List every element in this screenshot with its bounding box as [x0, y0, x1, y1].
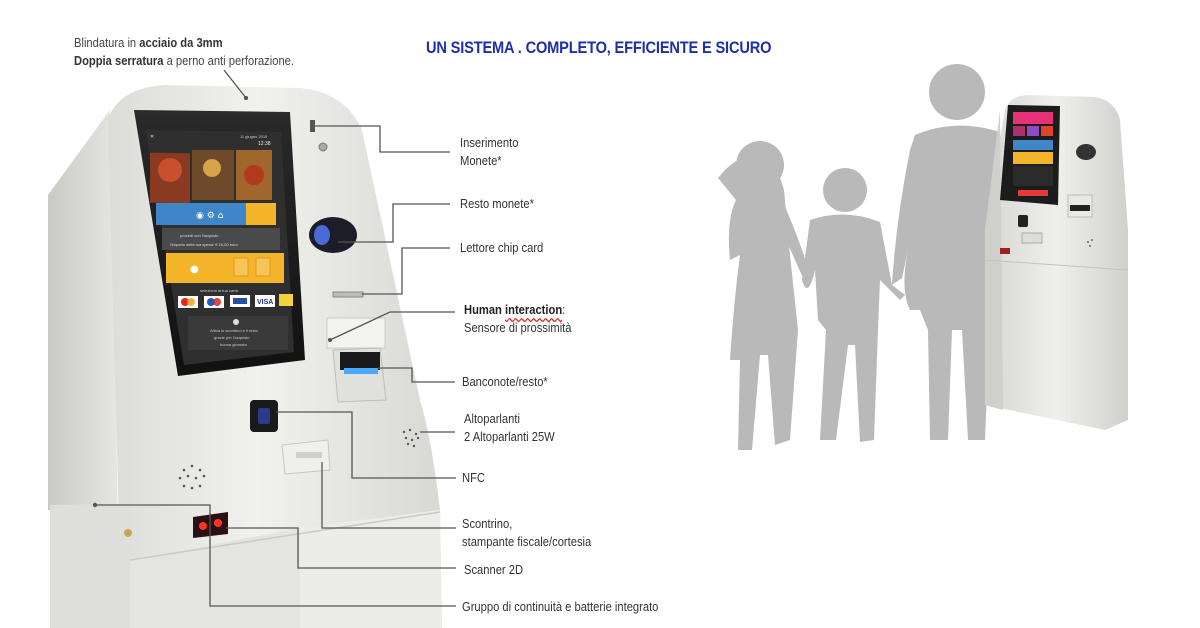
coin-insert-line1: Inserimento: [460, 135, 519, 150]
armor-note: Blindatura in acciaio da 3mm Doppia serr…: [74, 34, 294, 70]
svg-text:VISA: VISA: [257, 299, 273, 306]
svg-text:●: ●: [190, 264, 199, 275]
proximity-sensor: [326, 317, 386, 349]
receipt-line2: stampante fiscale/cortesia: [462, 534, 592, 549]
speakers-line2: 2 Altoparlanti 25W: [464, 429, 555, 444]
small-kiosk: [984, 95, 1129, 430]
callout-coin-insert: Inserimento Monete*: [460, 134, 518, 170]
receipt-line1: Scontrino,: [462, 516, 513, 531]
callout-banknotes: Banconote/resto*: [462, 374, 548, 389]
callout-scanner: Scanner 2D: [464, 562, 524, 577]
screen-prompt-2: l'importo della tua spesa: € 16,00 euro: [170, 242, 238, 247]
armor-note-bold: acciaio da 3mm: [139, 35, 223, 50]
speaker-grille-left: [178, 464, 206, 490]
screen-bottom-1: Attiva lo scontrino e il resto: [210, 328, 259, 333]
svg-text:✕: ✕: [150, 134, 154, 140]
family-silhouettes: [718, 64, 1010, 450]
chip-reader: [332, 291, 364, 298]
callout-ups: Gruppo di continuità e batterie integrat…: [462, 599, 659, 614]
main-kiosk: ◉ ⚙ ⌂ procedi con l'acquisto l'importo d…: [48, 85, 442, 628]
armor-note-prefix: Blindatura in: [74, 35, 140, 50]
callout-receipt: Scontrino, stampante fiscale/cortesia: [462, 515, 591, 551]
callout-human-interaction: Human interaction: Sensore di prossimità: [464, 301, 572, 337]
human-bold: Human: [464, 302, 502, 317]
screen-select-card: seleziona la tua carta: [200, 288, 239, 293]
screen-bottom-2: grazie per l'acquisto: [214, 335, 250, 340]
screen-bottom-3: buona giornata: [220, 342, 247, 347]
interaction-underlined: interaction: [505, 302, 563, 317]
side-lock: [124, 529, 132, 537]
page-title: UN SISTEMA . COMPLETO, EFFICIENTE E SICU…: [426, 38, 772, 57]
callout-nfc: NFC: [462, 470, 485, 485]
leader-lines: [95, 69, 456, 607]
coin-insert-line2: Monete*: [460, 153, 502, 168]
lock-note-suffix: a perno anti perforazione.: [163, 53, 295, 68]
screen-prompt-1: procedi con l'acquisto: [180, 233, 219, 238]
callout-chip-reader: Lettore chip card: [460, 240, 544, 255]
callout-speakers: Altoparlanti 2 Altoparlanti 25W: [464, 410, 555, 446]
speaker-grille-right: [402, 428, 420, 448]
screen-time: 12:38: [258, 141, 271, 147]
lock-keyhole: [318, 142, 328, 152]
screen-date: 11 giugno 2015: [240, 134, 268, 139]
speakers-line1: Altoparlanti: [464, 411, 520, 426]
kiosk-screen: ◉ ⚙ ⌂ procedi con l'acquisto l'importo d…: [146, 130, 294, 365]
proximity-label: Sensore di prossimità: [464, 320, 572, 335]
lock-note-bold: Doppia serratura: [74, 53, 164, 68]
callout-coin-change: Resto monete*: [460, 196, 534, 211]
coin-slot: [310, 120, 315, 132]
svg-text:◉ ⚙ ⌂: ◉ ⚙ ⌂: [196, 211, 224, 221]
human-suffix: :: [562, 302, 566, 317]
